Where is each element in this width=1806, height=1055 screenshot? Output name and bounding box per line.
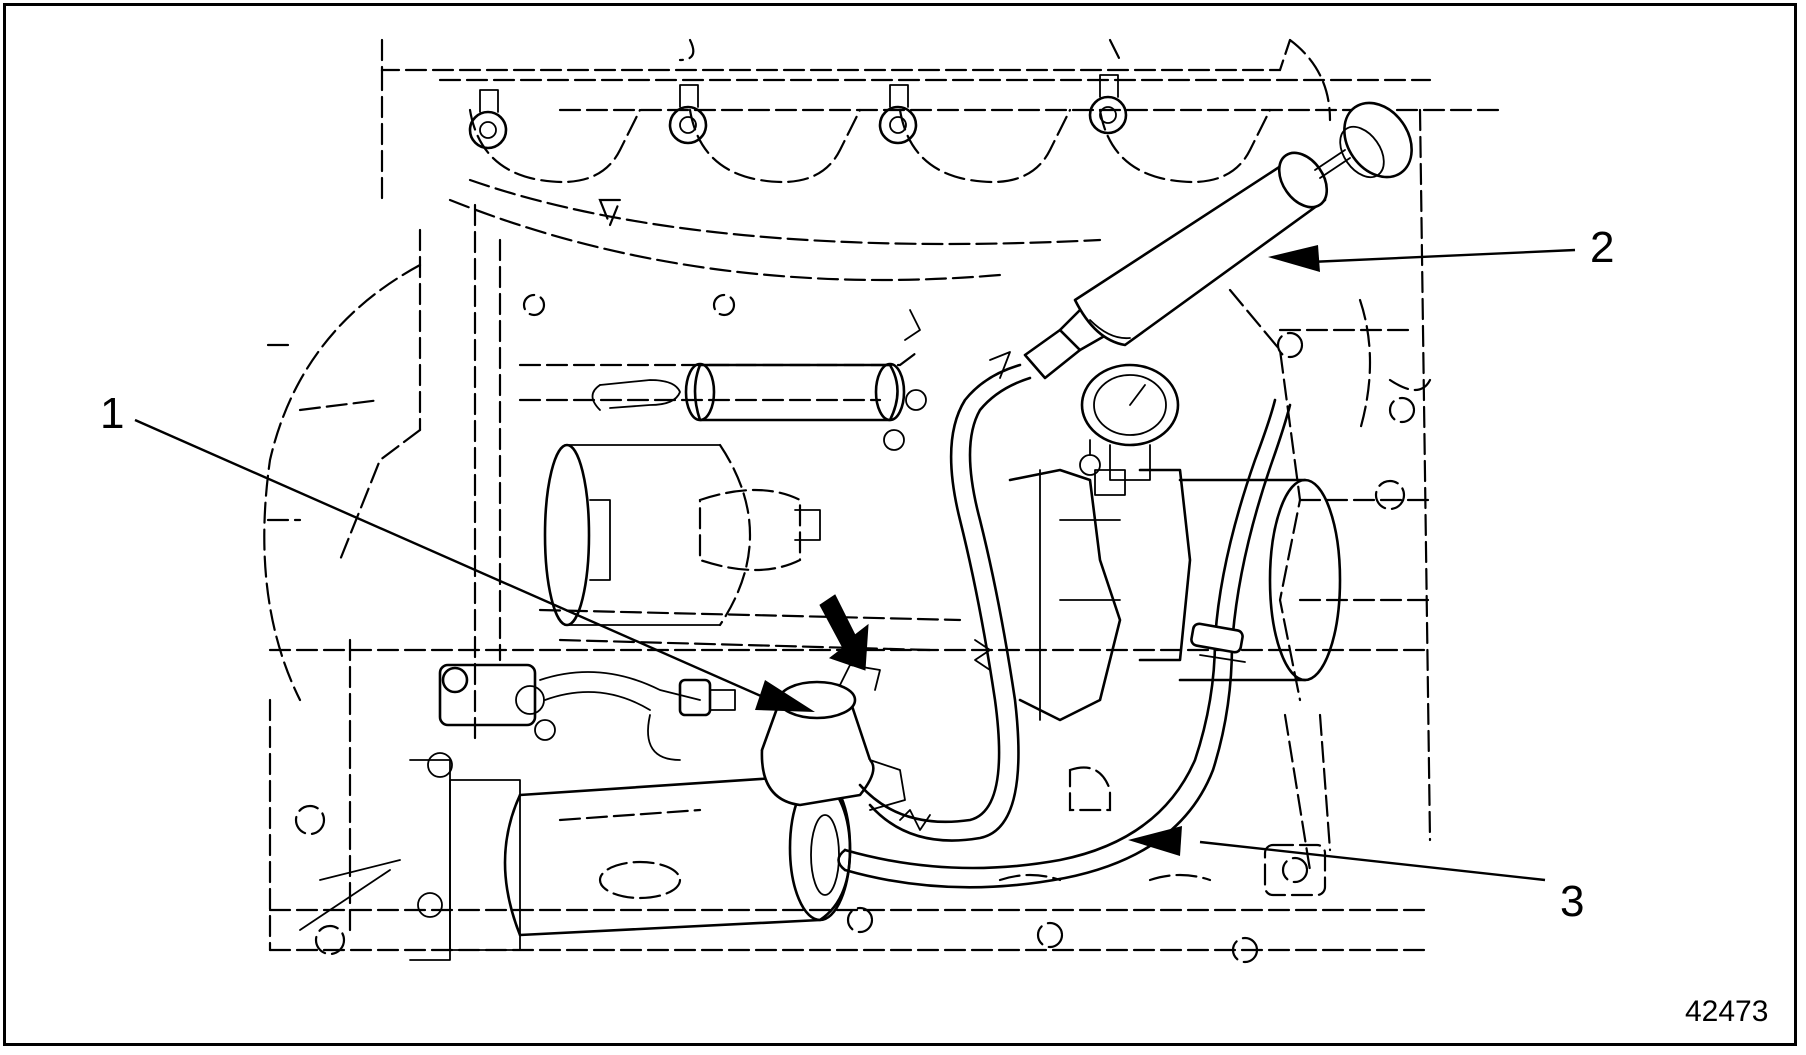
manifold-nuts (468, 74, 1128, 341)
long-hose (837, 398, 1292, 889)
figure-number: 42473 (1685, 995, 1769, 1028)
bold-arrow-icon (819, 594, 869, 671)
callout-2: 2 (1590, 223, 1615, 272)
gauge-and-pump (1023, 101, 1413, 496)
arrowhead-3-icon (1128, 826, 1182, 856)
oil-filter (543, 443, 821, 627)
intake-tube (1178, 478, 1342, 682)
leader-line-3 (1128, 826, 1546, 882)
hose-loop (858, 351, 1032, 842)
turbocharger (1008, 439, 1192, 722)
arrowhead-1-icon (755, 680, 815, 712)
callout-3: 3 (1560, 877, 1585, 926)
arrowhead-2-icon (1268, 245, 1320, 272)
pressure-sensor-fitting (760, 664, 906, 811)
figure-border (3, 3, 1797, 1046)
callout-1: 1 (100, 389, 125, 438)
leader-line-1 (134, 418, 815, 712)
leader-line-2 (1268, 245, 1576, 272)
fuel-filter (591, 362, 927, 451)
starter-solenoid (438, 663, 736, 761)
